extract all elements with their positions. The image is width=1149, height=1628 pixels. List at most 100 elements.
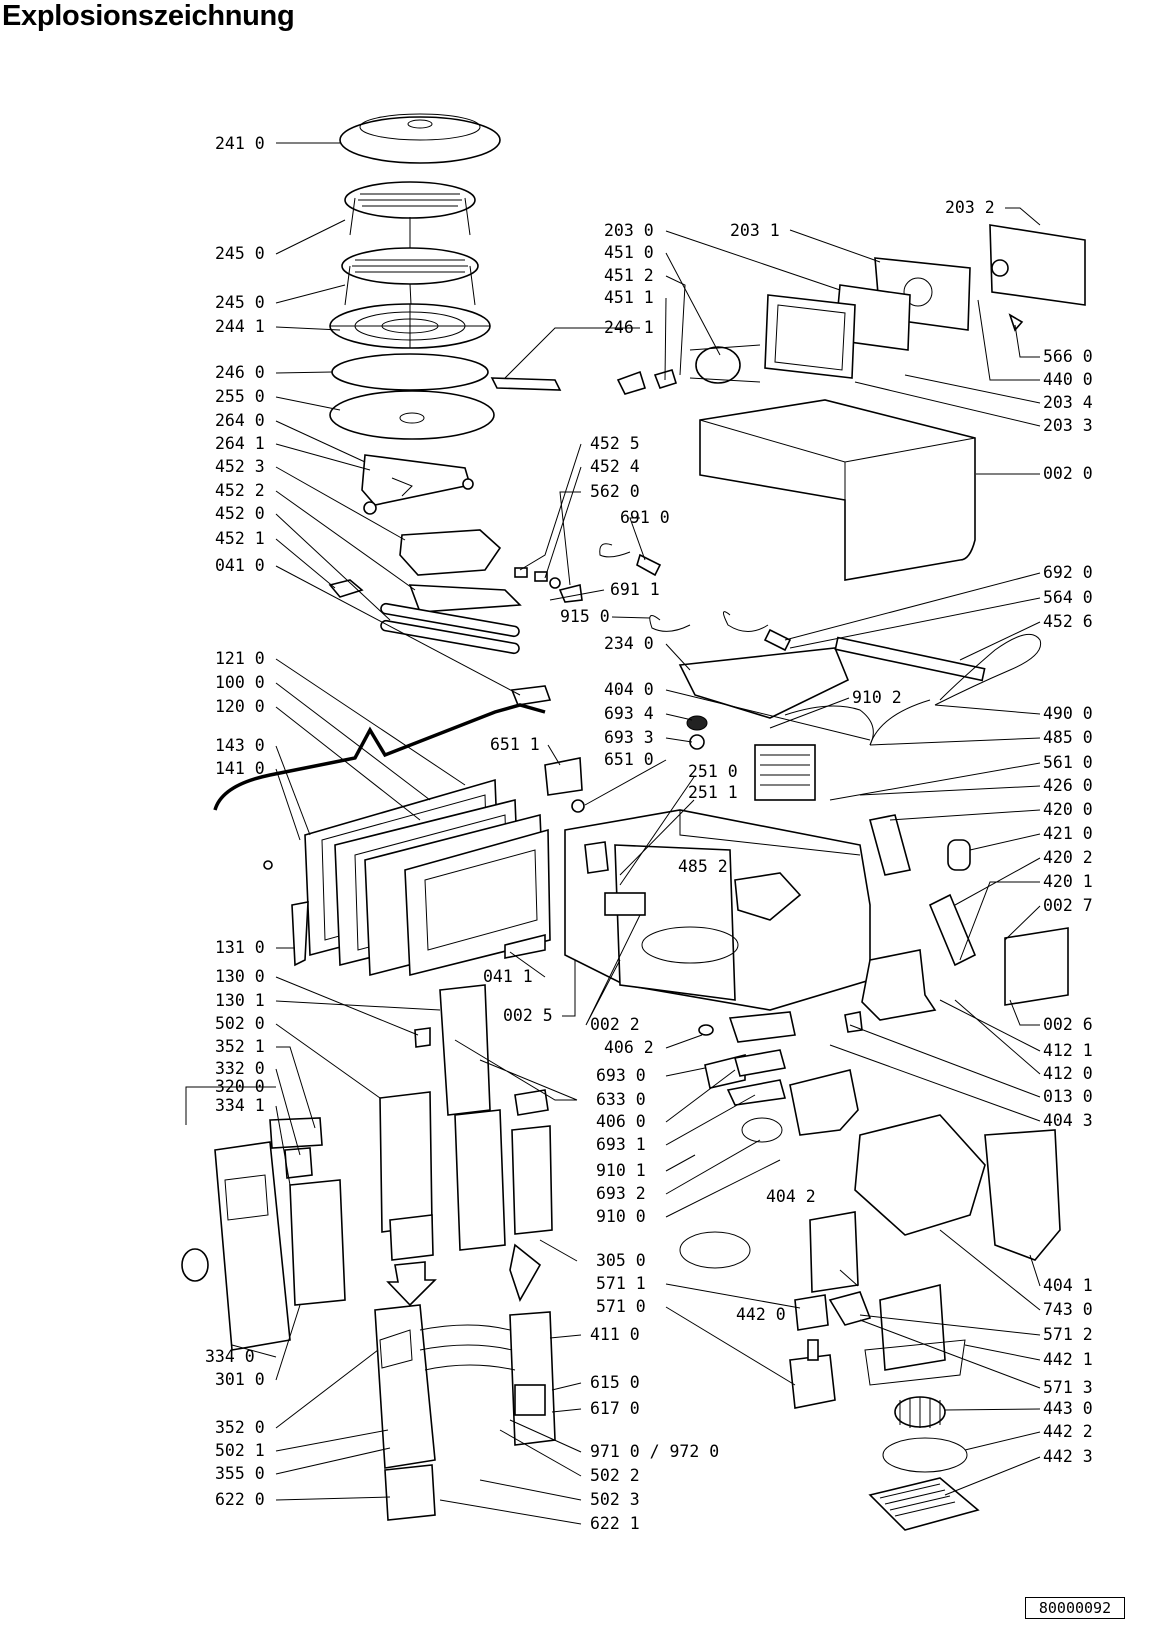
callout: 332 0 (215, 1059, 265, 1078)
callout: 910 1 (596, 1161, 646, 1180)
callout: 404 3 (1043, 1111, 1093, 1130)
callout: 442 0 (736, 1305, 786, 1324)
callout: 452 0 (215, 504, 265, 523)
callout: 426 0 (1043, 776, 1093, 795)
callout: 251 0 (688, 762, 738, 781)
lamp-holder (544, 757, 583, 796)
callout: 251 1 (688, 783, 738, 802)
capacitor (869, 814, 911, 876)
heater-cover (399, 529, 502, 576)
callout: 130 1 (215, 991, 265, 1010)
callout: 490 0 (1043, 704, 1093, 723)
callout: 264 1 (215, 434, 265, 453)
callout: 910 0 (596, 1207, 646, 1226)
callout: 421 0 (1043, 824, 1093, 843)
callout: 412 0 (1043, 1064, 1093, 1083)
callout: 452 3 (215, 457, 265, 476)
callout: 255 0 (215, 387, 265, 406)
callout: 334 0 (205, 1347, 255, 1366)
callout: 452 1 (215, 529, 265, 548)
callout: 234 0 (604, 634, 654, 653)
callout: 443 0 (1043, 1399, 1093, 1418)
callout: 452 6 (1043, 612, 1093, 631)
side-cover (984, 1129, 1061, 1261)
callout: 615 0 (590, 1373, 640, 1392)
callout: 404 0 (604, 680, 654, 699)
drawing-number-box: 80000092 (1025, 1597, 1125, 1619)
callout: 246 0 (215, 363, 265, 382)
callout: 301 0 (215, 1370, 265, 1389)
roller-ring-grid (329, 303, 491, 349)
fan-gasket (679, 1231, 751, 1269)
callout: 502 0 (215, 1014, 265, 1033)
callout: 691 0 (620, 508, 670, 527)
oven-cavity (564, 809, 871, 1011)
rear-panel-assembly (616, 224, 1086, 395)
callout: 617 0 (590, 1399, 640, 1418)
transformer (861, 949, 937, 1021)
callout: 041 0 (215, 556, 265, 575)
callout: 203 1 (730, 221, 780, 240)
callout: 451 1 (604, 288, 654, 307)
callout: 622 0 (215, 1490, 265, 1509)
leader-lines (185, 142, 1041, 1525)
callout: 571 1 (596, 1274, 646, 1293)
callout: 910 2 (852, 688, 902, 707)
callout: 245 0 (215, 293, 265, 312)
callout: 013 0 (1043, 1087, 1093, 1106)
callout: 442 2 (1043, 1422, 1093, 1441)
callout: 915 0 (560, 607, 610, 626)
callout: 452 5 (590, 434, 640, 453)
callout: 420 0 (1043, 800, 1093, 819)
callout: 633 0 (596, 1090, 646, 1109)
callout: 571 3 (1043, 1378, 1093, 1397)
callout: 571 0 (596, 1297, 646, 1316)
part-sketches (181, 113, 1086, 1531)
callout: 420 1 (1043, 872, 1093, 891)
callout: 203 2 (945, 198, 995, 217)
door-assembly (213, 703, 551, 977)
mounting-plate (678, 647, 850, 719)
callout: 244 1 (215, 317, 265, 336)
capacitor-421 (947, 839, 971, 871)
callout: 404 1 (1043, 1276, 1093, 1295)
callout: 693 4 (604, 704, 654, 723)
fan-switch-assembly (789, 1339, 836, 1409)
small-switch-parts (514, 543, 792, 652)
callout: 404 2 (766, 1187, 816, 1206)
callout: 651 0 (604, 750, 654, 769)
callout: 451 0 (604, 243, 654, 262)
callout: 411 0 (590, 1325, 640, 1344)
callout: 041 1 (483, 967, 533, 986)
callout: 693 0 (596, 1066, 646, 1085)
quartz-heater (380, 602, 520, 655)
callout: 352 1 (215, 1037, 265, 1056)
callout: 334 1 (215, 1096, 265, 1115)
callout: 320 0 (215, 1077, 265, 1096)
air-guide (854, 1114, 986, 1236)
callout: 561 0 (1043, 753, 1093, 772)
callout: 420 2 (1043, 848, 1093, 867)
callout: 693 1 (596, 1135, 646, 1154)
power-cord (934, 633, 1042, 706)
callout: 971 0 / 972 0 (590, 1442, 719, 1461)
callout: 120 0 (215, 697, 265, 716)
switch-lever (828, 1291, 872, 1326)
callout: 412 1 (1043, 1041, 1093, 1060)
roller-support (361, 454, 474, 515)
callout: 203 0 (604, 221, 654, 240)
turntable-motor-stack (698, 1011, 796, 1143)
callout: 651 1 (490, 735, 540, 754)
callout: 442 3 (1043, 1447, 1093, 1466)
callout: 100 0 (215, 673, 265, 692)
callout: 693 3 (604, 728, 654, 747)
callout: 693 2 (596, 1184, 646, 1203)
callout: 352 0 (215, 1418, 265, 1437)
cover-lid (339, 113, 501, 164)
fan-bracket (809, 1211, 859, 1293)
callout: 203 4 (1043, 393, 1093, 412)
callout: 002 2 (590, 1015, 640, 1034)
callout: 485 0 (1043, 728, 1093, 747)
callout: 442 1 (1043, 1350, 1093, 1369)
